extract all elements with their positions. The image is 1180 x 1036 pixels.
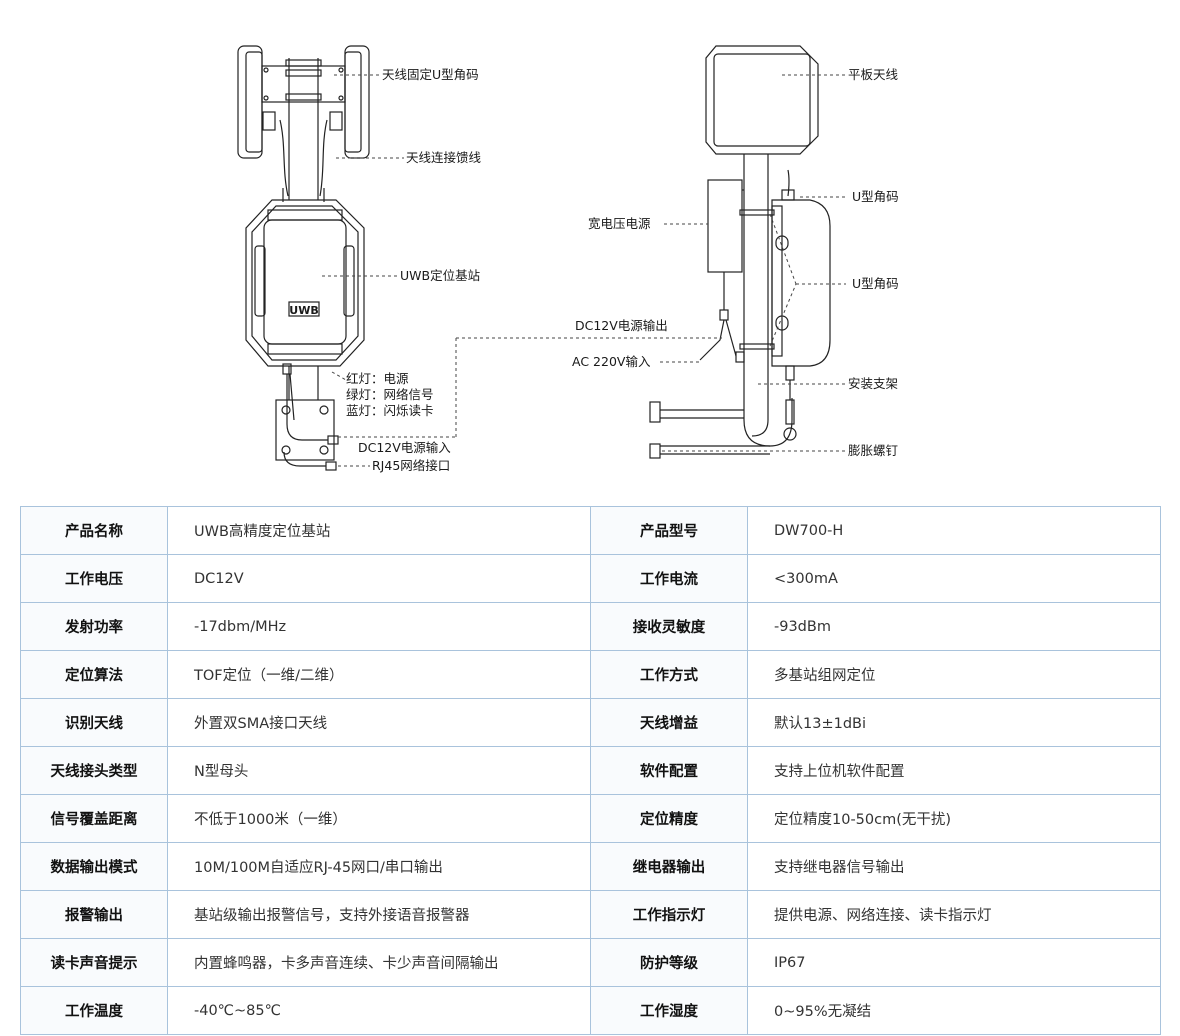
spec-value: -17dbm/MHz [167, 602, 591, 651]
spec-label: 继电器输出 [590, 842, 748, 891]
label-led-red: 红灯：电源 [346, 371, 409, 386]
spec-label: 产品型号 [590, 506, 748, 555]
spec-label: 发射功率 [20, 602, 168, 651]
spec-value: IP67 [747, 938, 1161, 987]
spec-value: N型母头 [167, 746, 591, 795]
spec-label: 定位精度 [590, 794, 748, 843]
label-rj45: RJ45网络接口 [372, 458, 450, 473]
left-mount-pole [275, 363, 339, 471]
spec-label: 识别天线 [20, 698, 168, 747]
power-supply-box [699, 179, 745, 363]
spec-value: 10M/100M自适应RJ-45网口/串口输出 [167, 842, 591, 891]
spec-value: 定位精度10-50cm(无干扰) [747, 794, 1161, 843]
spec-label: 产品名称 [20, 506, 168, 555]
spec-row: 信号覆盖距离不低于1000米（一维）定位精度定位精度10-50cm(无干扰) [20, 794, 1161, 843]
label-anchor-bolt: 膨胀螺钉 [848, 443, 899, 458]
spec-value: TOF定位（一维/二维） [167, 650, 591, 699]
spec-label: 防护等级 [590, 938, 748, 987]
spec-label: 数据输出模式 [20, 842, 168, 891]
label-ac-input: AC 220V输入 [572, 354, 651, 369]
spec-value: DW700-H [747, 506, 1161, 555]
spec-label: 信号覆盖距离 [20, 794, 168, 843]
spec-value: 默认13±1dBi [747, 698, 1161, 747]
panel-antenna [705, 45, 819, 155]
spec-value: <300mA [747, 554, 1161, 603]
spec-label: 读卡声音提示 [20, 938, 168, 987]
left-antenna-assembly [237, 45, 370, 202]
uwb-logo-text: UWB [289, 304, 318, 317]
label-feed-line: 天线连接馈线 [406, 150, 482, 165]
spec-value: -40℃~85℃ [167, 986, 591, 1035]
spec-value: 外置双SMA接口天线 [167, 698, 591, 747]
spec-label: 工作湿度 [590, 986, 748, 1035]
product-diagram: UWB 天线固定U型角码 天线连接馈线 UWB定位基站 红灯：电源 绿灯：网络信… [237, 45, 899, 473]
label-u-bracket-mid: U型角码 [852, 276, 899, 291]
spec-row: 报警输出基站级输出报警信号，支持外接语音报警器工作指示灯提供电源、网络连接、读卡… [20, 890, 1161, 939]
spec-label: 定位算法 [20, 650, 168, 699]
spec-value: 支持继电器信号输出 [747, 842, 1161, 891]
spec-label: 报警输出 [20, 890, 168, 939]
label-power-supply: 宽电压电源 [588, 216, 651, 231]
right-base-station-side [771, 169, 831, 441]
spec-value: 内置蜂鸣器，卡多声音连续、卡少声音间隔输出 [167, 938, 591, 987]
label-led-green: 绿灯：网络信号 [346, 387, 434, 402]
label-u-bracket: 天线固定U型角码 [382, 67, 479, 82]
label-mount-bracket: 安装支架 [848, 376, 898, 391]
spec-label: 工作指示灯 [590, 890, 748, 939]
spec-value: 提供电源、网络连接、读卡指示灯 [747, 890, 1161, 939]
label-u-bracket-top: U型角码 [852, 189, 899, 204]
spec-label: 工作电压 [20, 554, 168, 603]
spec-value: 0~95%无凝结 [747, 986, 1161, 1035]
spec-value: 支持上位机软件配置 [747, 746, 1161, 795]
spec-label: 软件配置 [590, 746, 748, 795]
spec-value: -93dBm [747, 602, 1161, 651]
spec-row: 识别天线外置双SMA接口天线天线增益默认13±1dBi [20, 698, 1161, 747]
spec-label: 工作方式 [590, 650, 748, 699]
base-station-housing [245, 199, 365, 367]
spec-value: 基站级输出报警信号，支持外接语音报警器 [167, 890, 591, 939]
right-pole [649, 154, 793, 459]
label-dc-output: DC12V电源输出 [575, 318, 668, 333]
spec-value: DC12V [167, 554, 591, 603]
spec-label: 天线接头类型 [20, 746, 168, 795]
spec-value: 不低于1000米（一维） [167, 794, 591, 843]
spec-label: 天线增益 [590, 698, 748, 747]
spec-label: 接收灵敏度 [590, 602, 748, 651]
spec-value: UWB高精度定位基站 [167, 506, 591, 555]
label-dc-input: DC12V电源输入 [358, 440, 451, 455]
label-panel-antenna: 平板天线 [848, 67, 899, 82]
label-base-station: UWB定位基站 [400, 268, 480, 283]
spec-label: 工作电流 [590, 554, 748, 603]
spec-label: 工作温度 [20, 986, 168, 1035]
label-led-blue: 蓝灯：闪烁读卡 [346, 403, 434, 418]
spec-value: 多基站组网定位 [747, 650, 1161, 699]
